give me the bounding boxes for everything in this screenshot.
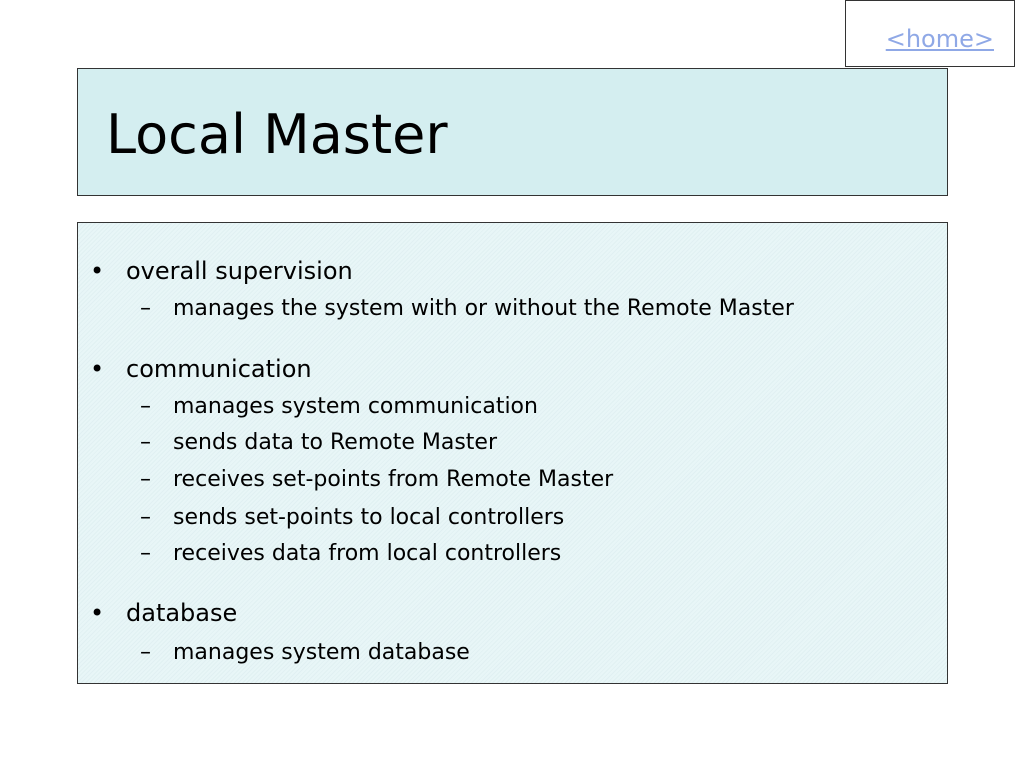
dash-icon: – xyxy=(140,296,151,321)
dash-icon: – xyxy=(140,640,151,665)
sub-item-text: receives data from local controllers xyxy=(173,541,562,566)
dash-icon: – xyxy=(140,505,151,530)
dash-icon: – xyxy=(140,541,151,566)
bullet-text: overall supervision xyxy=(126,257,353,285)
sub-item-text: manages system communication xyxy=(173,394,538,419)
sub-item-text: sends set-points to local controllers xyxy=(173,505,565,530)
sub-item-text: manages system database xyxy=(173,640,470,665)
title-panel: Local Master xyxy=(77,68,948,196)
bullet-text: communication xyxy=(126,355,312,383)
sub-item-text: receives set-points from Remote Master xyxy=(173,467,614,492)
bullet-text: database xyxy=(126,599,238,627)
sub-item-text: manages the system with or without the R… xyxy=(173,296,794,321)
bullet-icon: • xyxy=(90,257,105,285)
home-nav-box: <home> xyxy=(845,0,1015,67)
dash-icon: – xyxy=(140,430,151,455)
dash-icon: – xyxy=(140,394,151,419)
home-link[interactable]: <home> xyxy=(885,25,994,53)
content-panel: • overall supervision – manages the syst… xyxy=(77,222,948,684)
slide-title: Local Master xyxy=(106,103,448,166)
bullet-icon: • xyxy=(90,355,105,383)
dash-icon: – xyxy=(140,467,151,492)
bullet-icon: • xyxy=(90,599,105,627)
sub-item-text: sends data to Remote Master xyxy=(173,430,497,455)
